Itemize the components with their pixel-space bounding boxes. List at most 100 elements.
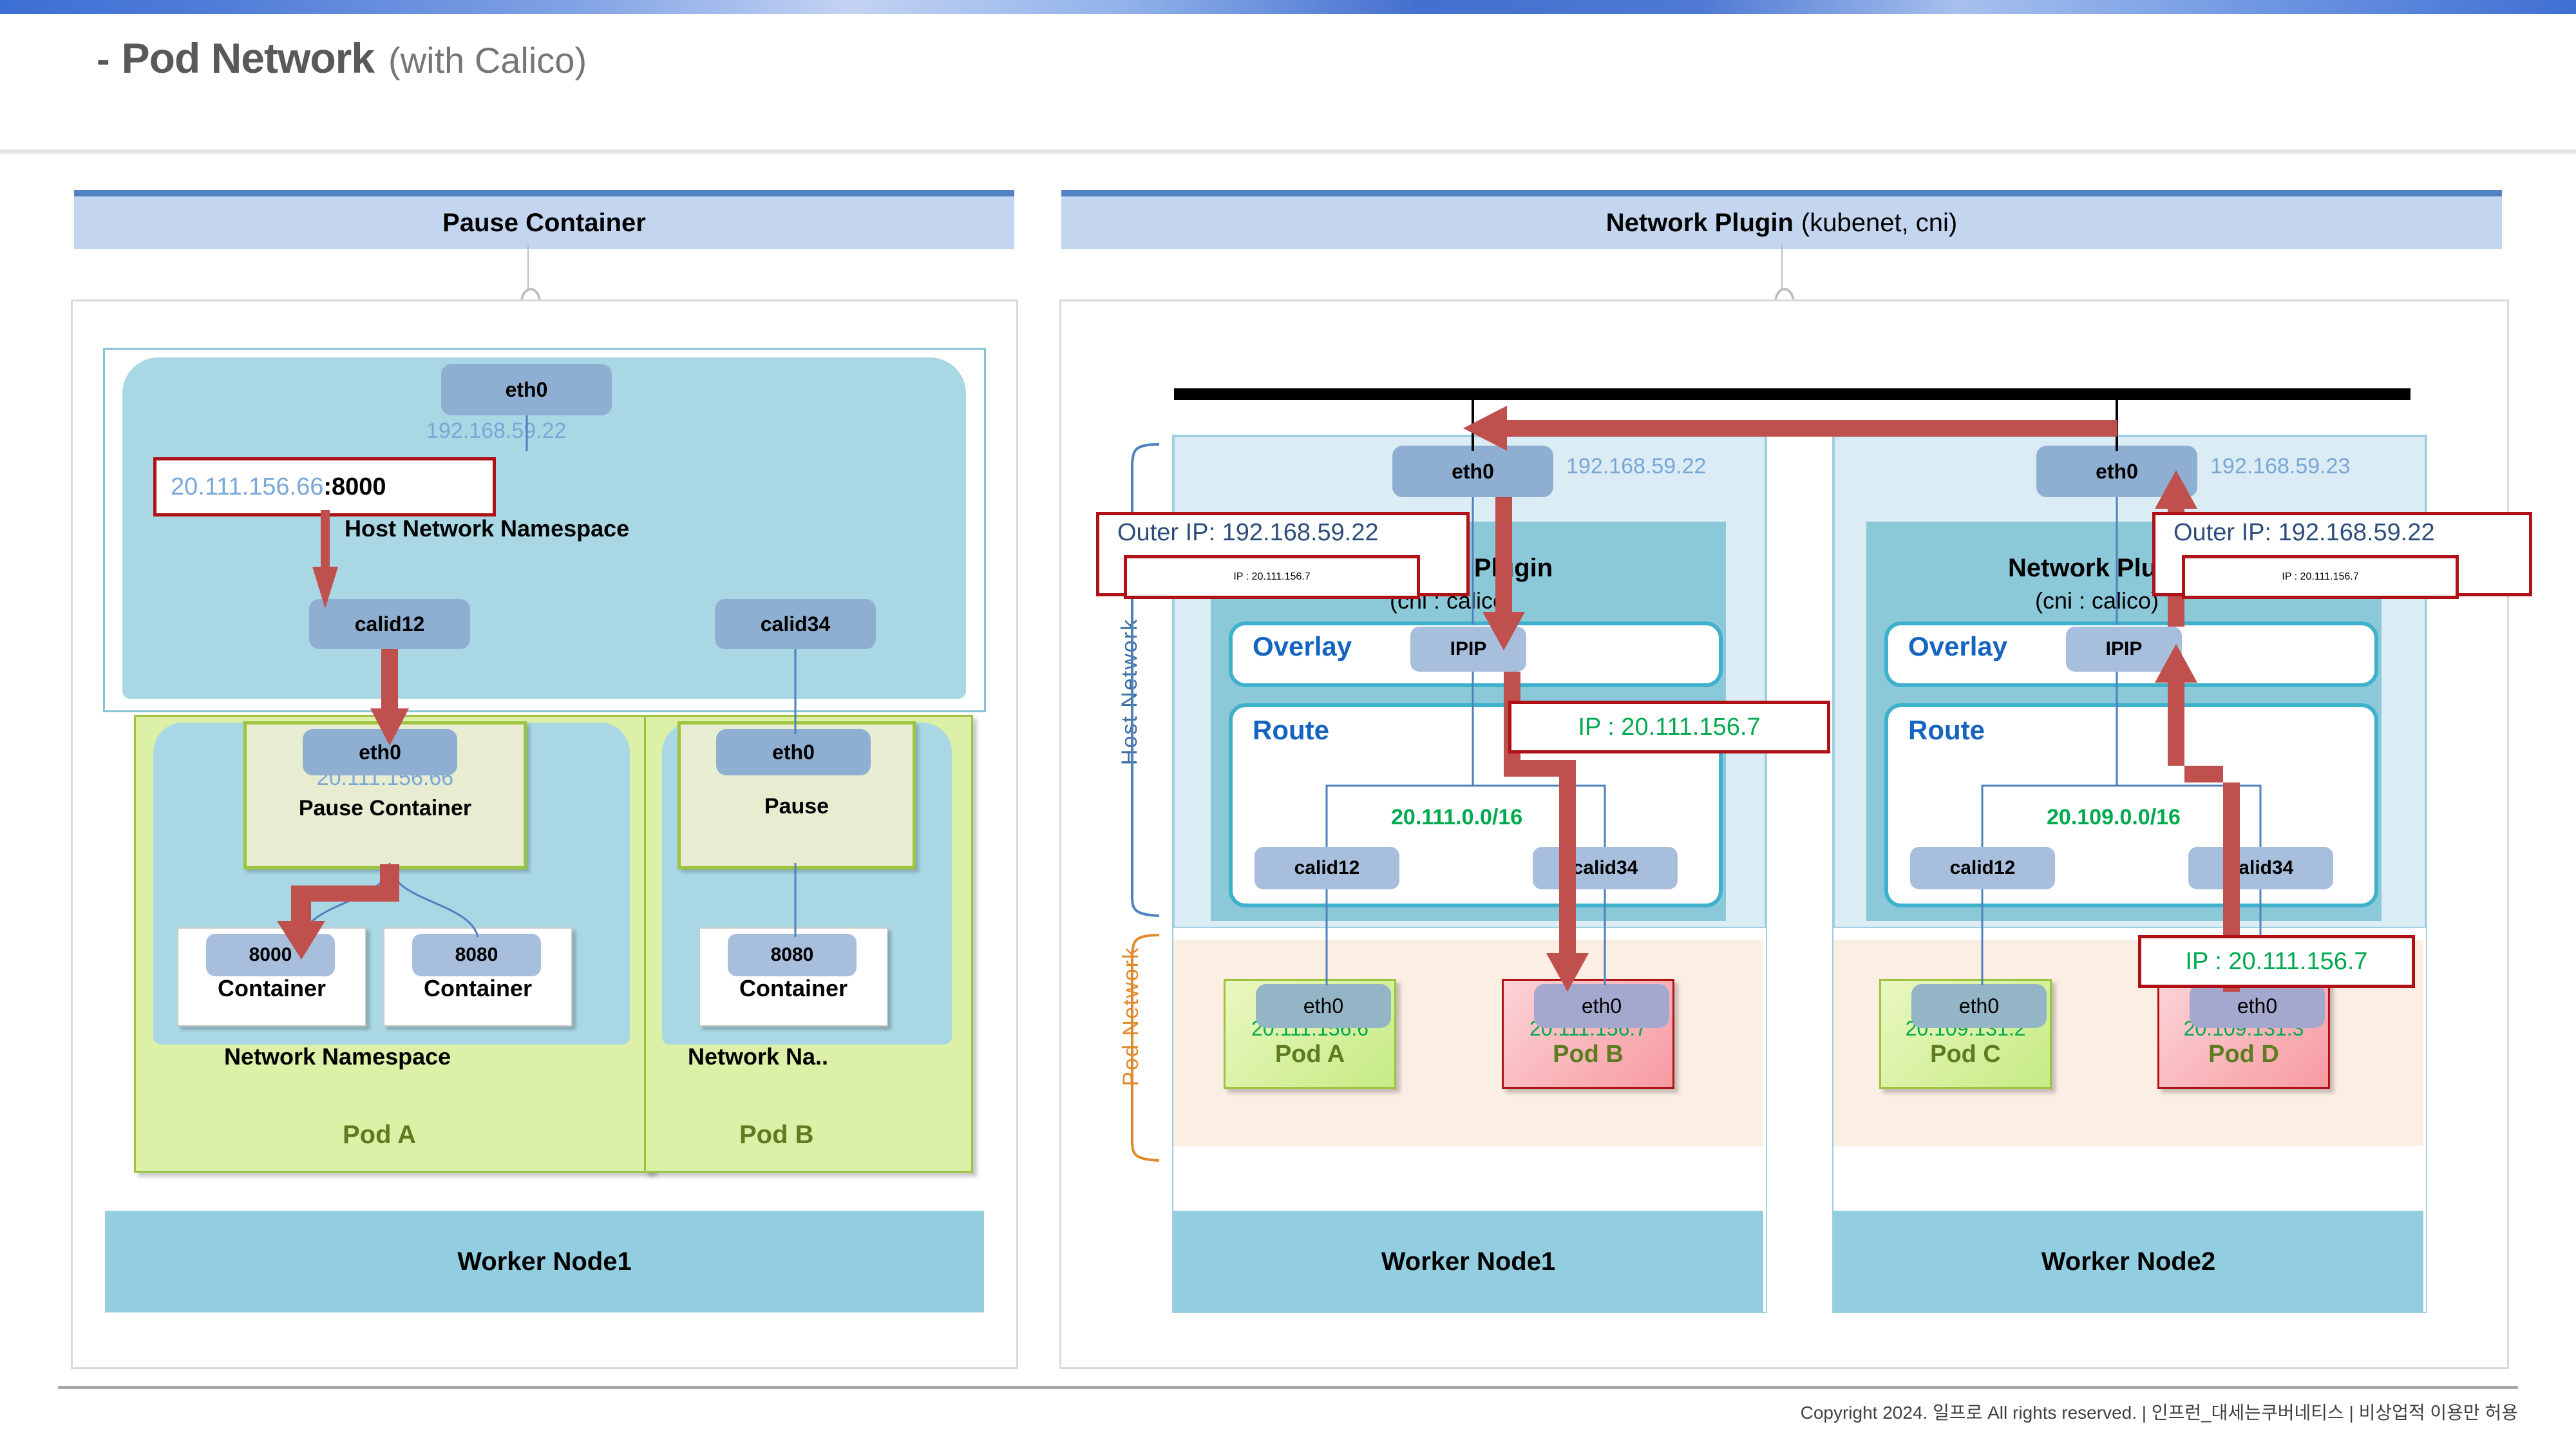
left-pod-a-title: Pod A [343,1121,417,1149]
right-node1-eth0-label: eth0 [1452,459,1494,483]
right-node2-eth0-ip: 192.168.59.23 [2210,454,2351,478]
left-pod-b-pause-eth0-chip[interactable]: eth0 [716,729,871,775]
callout-node1-mid-ip-text: IP : 20.111.156.7 [1578,713,1761,741]
right-node1-route-label: Route [1253,715,1329,745]
right-node2-ipip-label: IPIP [2105,638,2143,659]
callout-node2-inner-ip-text: IP : 20.111.156.7 [2282,571,2359,582]
right-node1-calid12-chip[interactable]: calid12 [1255,847,1399,889]
right-node2-pod-d-eth0-label: eth0 [2237,994,2278,1018]
callout-node2-pod-ip[interactable]: IP : 20.111.156.7 [2138,935,2415,988]
section-header-title: Pause Container [442,208,646,237]
callout-node2-pod-ip-text: IP : 20.111.156.7 [2185,947,2368,975]
right-node1-eth0-ip: 192.168.59.22 [1566,454,1707,478]
right-node2-plugin-sub: (cni : calico) [2035,587,2159,614]
right-node1-eth0-chip[interactable]: eth0 [1392,446,1553,497]
right-node2-ipip-chip[interactable]: IPIP [2066,627,2182,672]
left-pod-a-container-1-label: Container [423,975,532,1001]
left-host-namespace-border [103,348,986,712]
connector-stem-left [527,243,529,301]
section-header-pause-container[interactable]: Pause Container [74,190,1014,249]
right-node2-worker-label: Worker Node2 [2041,1247,2216,1276]
right-node1-calid34-label: calid34 [1572,857,1638,878]
page-title: - Pod Network (with Calico) [97,33,587,82]
right-node2-worker-band[interactable]: Worker Node2 [1833,1211,2423,1312]
callout-host-port-sep: : [323,473,332,500]
right-node2-calid12-label: calid12 [1949,857,2016,878]
left-pod-b-container-0-port-chip[interactable]: 8080 [728,934,857,976]
left-pod-a-container-0-port-chip[interactable]: 8000 [206,934,335,976]
left-veth-calid12-label: calid12 [354,612,425,636]
left-pod-a-netns-label: Network Namespace [224,1043,451,1070]
callout-node2-outer-ip-text: Outer IP: 192.168.59.22 [2174,519,2435,546]
section-header-subtitle: (kubenet, cni) [1801,208,1958,237]
right-node2-eth0-label: eth0 [2096,459,2138,483]
callout-node2-inner-ip[interactable]: IP : 20.111.156.7 [2182,555,2459,599]
callout-host-ip-port[interactable]: 20.111.156.66 : 8000 [153,457,496,516]
title-divider-shadow [0,153,2576,155]
right-node1-ipip-chip[interactable]: IPIP [1410,627,1526,672]
right-node1-worker-band[interactable]: Worker Node1 [1173,1211,1763,1312]
right-node2-calid34-chip[interactable]: calid34 [2188,847,2333,889]
slide-top-accent-bar [0,0,2576,14]
connector-stem-right [1781,243,1783,301]
right-node1-pod-a-eth0-chip[interactable]: eth0 [1256,984,1391,1028]
callout-host-ip: 20.111.156.66 [171,473,324,500]
right-node1-overlay-label: Overlay [1253,631,1352,661]
left-pod-a-container-1-port: 8080 [455,944,498,965]
right-node2-pod-d-title: Pod D [2208,1041,2279,1068]
right-node2-pod-c-title: Pod C [1930,1041,2001,1068]
left-host-eth0-chip[interactable]: eth0 [441,364,612,415]
left-veth-calid34-label: calid34 [760,612,831,636]
right-node1-pod-b-title: Pod B [1553,1041,1624,1068]
left-veth-calid12-chip[interactable]: calid12 [309,599,470,649]
left-pod-a-container-0-port: 8000 [249,944,292,965]
right-node1-calid12-label: calid12 [1294,857,1360,878]
title-divider [0,149,2576,153]
left-pod-b-pause-label: Pause [764,794,829,819]
right-node2-pod-c-eth0-chip[interactable]: eth0 [1911,984,2047,1028]
left-pod-b-netns-label: Network Na.. [688,1043,829,1070]
left-pod-b-title: Pod B [739,1121,814,1149]
right-node2-route-cidr: 20.109.0.0/16 [2047,805,2181,829]
left-pod-a-pause-eth0-chip[interactable]: eth0 [303,729,457,775]
callout-node1-inner-ip[interactable]: IP : 20.111.156.7 [1124,555,1420,599]
left-worker-node-band[interactable]: Worker Node1 [105,1211,984,1312]
right-node1-pod-a-title: Pod A [1274,1041,1345,1068]
footer-divider [58,1386,2518,1389]
left-veth-calid34-chip[interactable]: calid34 [715,599,876,649]
right-node2-calid34-label: calid34 [2228,857,2294,878]
left-pod-b-container-0-label: Container [739,975,848,1001]
right-node1-pod-b-eth0-chip[interactable]: eth0 [1534,984,1669,1028]
left-pod-a-container-1-port-chip[interactable]: 8080 [412,934,541,976]
title-subtitle-text: (with Calico) [388,40,587,80]
callout-node1-inner-ip-text: IP : 20.111.156.7 [1233,571,1311,582]
title-dash: - [97,37,110,82]
footer-copyright: Copyright 2024. 일프로 All rights reserved.… [1800,1403,2518,1423]
section-header-title: Network Plugin [1605,208,1794,237]
right-node1-pod-b-eth0-label: eth0 [1581,994,1622,1018]
right-node2-eth0-chip[interactable]: eth0 [2036,446,2197,497]
right-node1-worker-label: Worker Node1 [1381,1247,1556,1276]
left-host-eth0-label: eth0 [505,377,548,401]
left-pod-b-pause-eth0-label: eth0 [772,740,815,764]
callout-node1-mid-ip[interactable]: IP : 20.111.156.7 [1508,701,1830,753]
left-host-eth0-ip: 192.168.59.22 [426,419,567,443]
section-header-network-plugin[interactable]: Network Plugin (kubenet, cni) [1061,190,2502,249]
right-node1-pod-a-eth0-label: eth0 [1303,994,1344,1018]
right-node2-route-label: Route [1908,715,1985,745]
left-host-namespace-label: Host Network Namespace [345,515,630,542]
right-node2-calid12-chip[interactable]: calid12 [1910,847,2055,889]
title-main-text: Pod Network [121,34,375,82]
left-pod-b-container-0-port: 8080 [770,944,814,965]
pod-network-side-label: Pod Network [1119,947,1143,1086]
host-network-side-label: Host Network [1117,618,1142,766]
right-node1-calid34-chip[interactable]: calid34 [1533,847,1678,889]
right-node2-pod-d-eth0-chip[interactable]: eth0 [2190,984,2325,1028]
left-pod-a-pause-label: Pause Container [298,796,472,820]
right-node2-overlay-label: Overlay [1908,631,2008,661]
right-node1-route-cidr: 20.111.0.0/16 [1391,805,1523,829]
callout-host-port: 8000 [332,473,386,500]
right-node2-pod-c-eth0-label: eth0 [1958,994,2000,1018]
right-node1-ipip-label: IPIP [1450,638,1487,659]
left-pod-a-pause-eth0-label: eth0 [359,740,401,764]
